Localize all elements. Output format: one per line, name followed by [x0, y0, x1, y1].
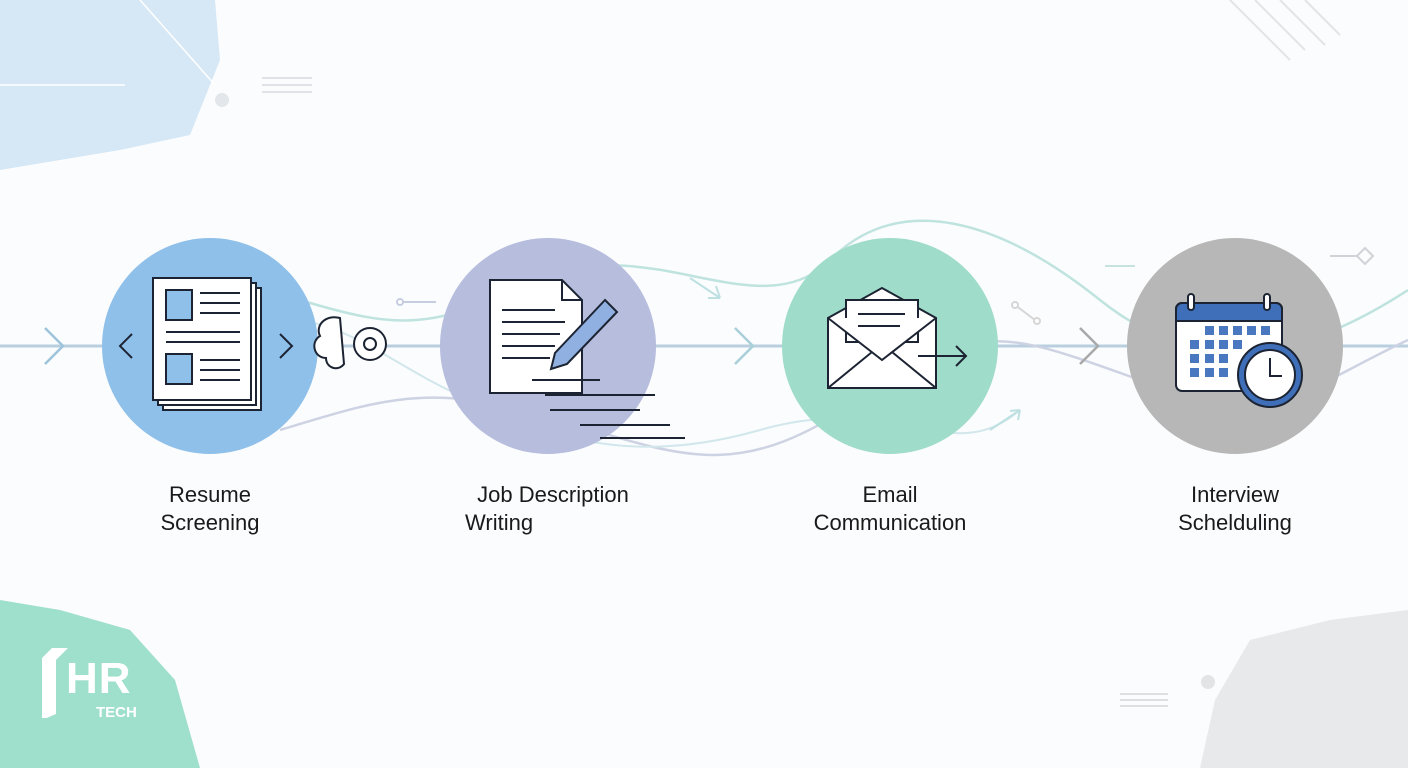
envelope-icon	[827, 286, 968, 389]
resume-icon	[118, 277, 294, 411]
chevron-arrows	[44, 327, 1100, 365]
step-label-interview-scheduling: Interview Schelduling	[1115, 481, 1355, 537]
corner-shape-bottom-left	[0, 600, 200, 768]
corner-shape-bottom-right	[1200, 610, 1408, 768]
step-title-line2: Communication	[813, 510, 967, 535]
step-label-resume-screening: Resume Screening	[90, 481, 330, 537]
step-title-line1: Job Description	[477, 482, 629, 507]
step-label-job-description: Job Description Writing	[433, 481, 673, 537]
step-title-line1: Resume	[169, 482, 251, 507]
logo-bracket-icon	[42, 648, 68, 718]
step-title-line1: Interview	[1190, 482, 1280, 507]
logo-subtext: TECH	[96, 704, 137, 721]
logo-text: HR	[66, 654, 132, 703]
brain-gear-icon	[313, 316, 387, 370]
step-title-line1: Email	[862, 482, 918, 507]
step-title-line2: Screening	[160, 510, 260, 535]
step-title-line2: Schelduling	[1178, 510, 1292, 535]
step-title-line2: Writing	[465, 510, 534, 535]
calendar-clock-icon	[1175, 293, 1303, 408]
step-label-email-communication: Email Communication	[770, 481, 1010, 537]
document-pen-icon	[489, 279, 685, 439]
